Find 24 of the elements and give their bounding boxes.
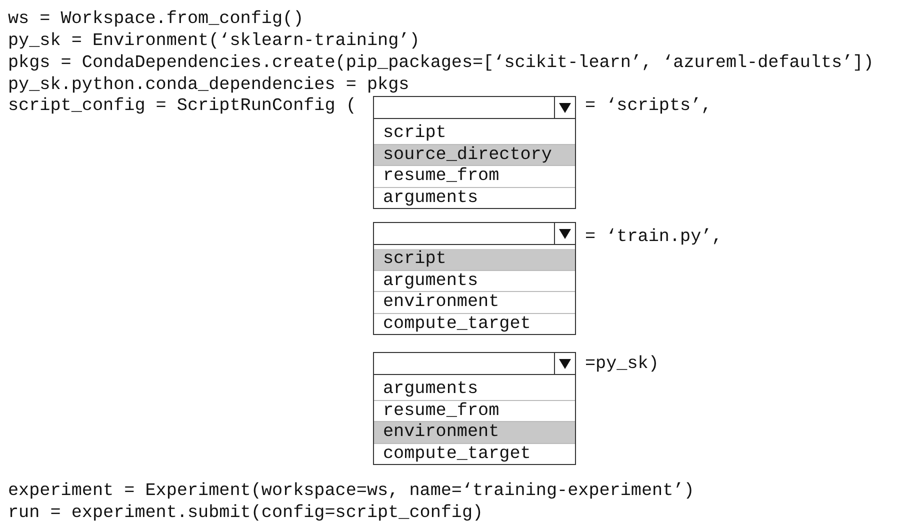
code-line: py_sk.python.conda_dependencies = pkgs [8,75,410,95]
code-line: = ‘train.py’, [585,227,722,247]
dropdown-option: compute_target [374,312,575,334]
code-line: experiment = Experiment(workspace=ws, name=‘training-experiment’) [8,481,694,501]
code-line: ws = Workspace.from_config() [8,9,304,29]
dropdown-option: compute_target [374,442,575,464]
code-line: run = experiment.submit(config=script_config) [8,503,484,523]
dropdown-option: arguments [374,379,575,400]
dropdown-option: environment [374,291,575,312]
dropdown-list [373,352,576,465]
dropdown-option: source_directory [374,144,575,165]
dropdown-option: environment [374,421,575,442]
dropdown-option: script [374,123,575,144]
dropdown-list [373,222,576,335]
dropdown-option: resume_from [374,165,575,186]
code-line: script_config = ScriptRunConfig ( [8,96,356,116]
code-line: = ‘scripts’, [585,96,712,116]
dropdown-option: arguments [374,270,575,291]
dropdown-option: arguments [374,186,575,208]
code-line: pkgs = CondaDependencies.create(pip_packages=[‘scikit-learn’, ‘azureml-defaults’]) [8,53,874,73]
code-line: py_sk = Environment(‘sklearn-training’) [8,31,420,51]
dropdown-list [373,96,576,209]
code-line: =py_sk) [585,354,659,374]
dropdown-option: script [374,249,575,270]
